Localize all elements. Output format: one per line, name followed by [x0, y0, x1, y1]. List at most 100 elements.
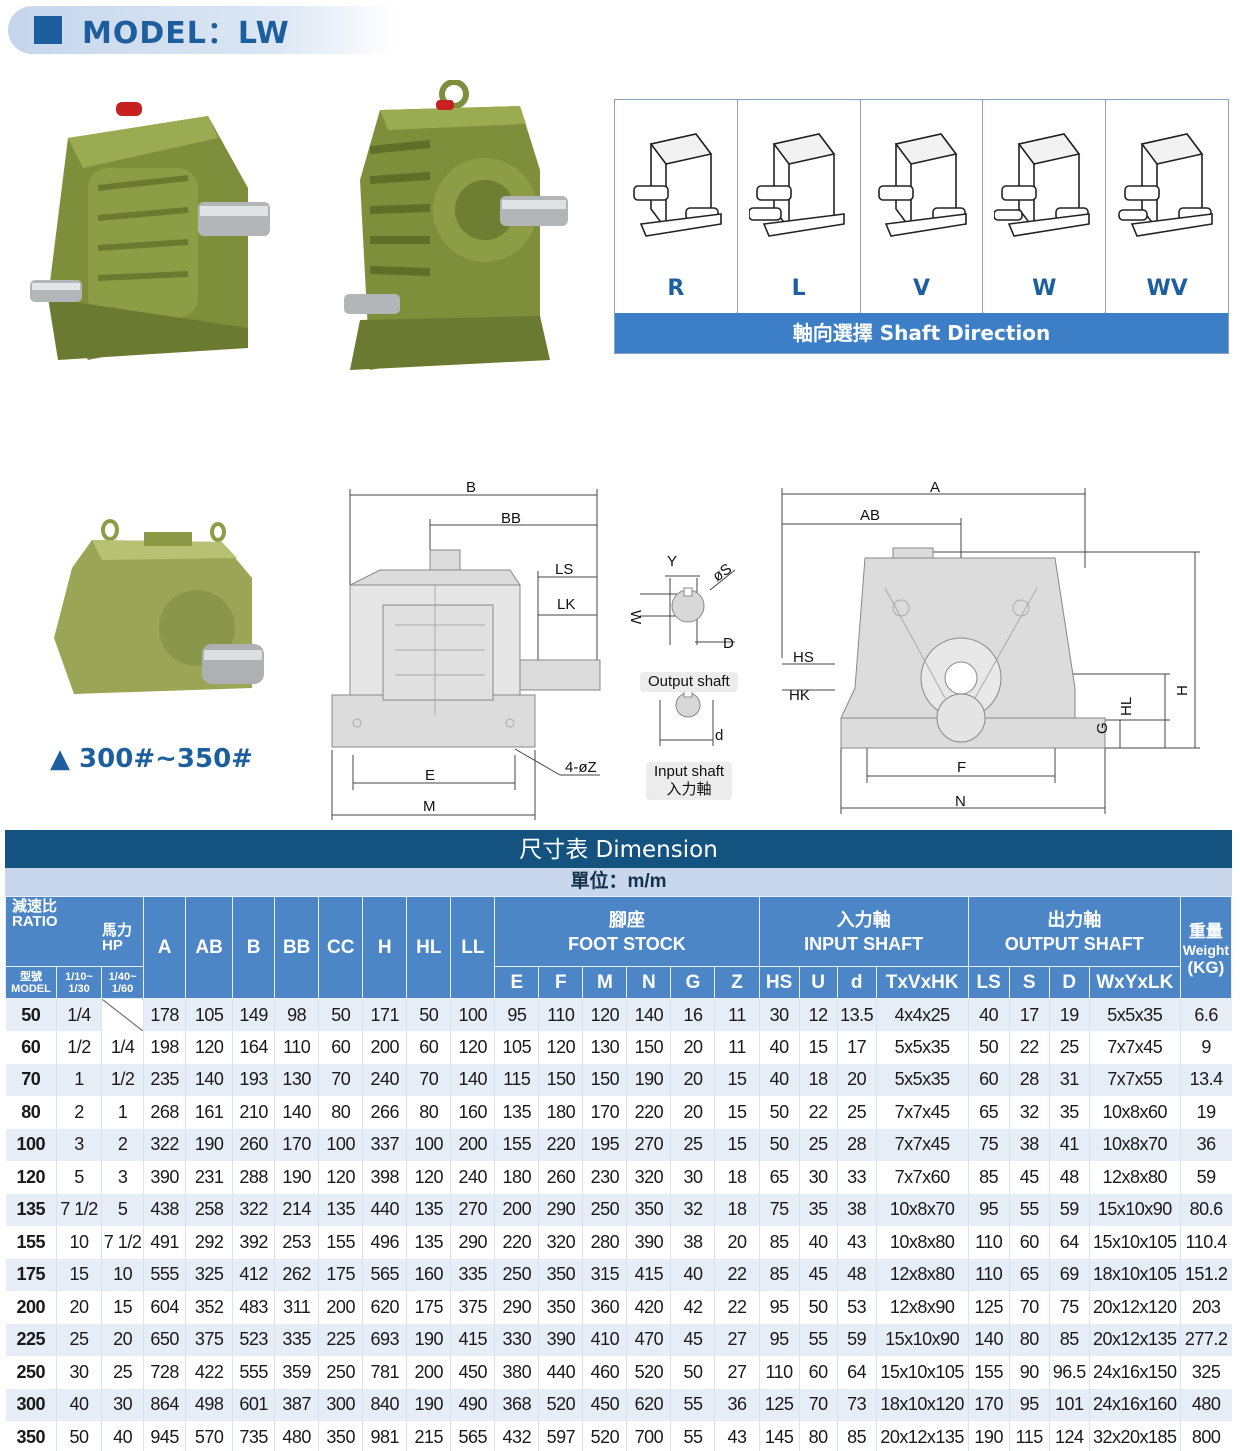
table-cell: 25 [836, 1096, 877, 1129]
table-cell: 300 [318, 1388, 363, 1421]
col-header-cc: CC [318, 896, 364, 999]
col-header-a: A [143, 896, 187, 999]
table-cell: 48 [836, 1258, 877, 1291]
table-cell: 335 [274, 1323, 319, 1356]
table-cell: 604 [143, 1291, 186, 1324]
shaft-option-wv: WV [1106, 100, 1228, 313]
table-cell: 60 [406, 1031, 451, 1064]
table-cell: 9 [1179, 1031, 1232, 1064]
shaft-direction-footer: 軸向選擇 Shaft Direction [615, 313, 1228, 353]
table-cell: 498 [185, 1388, 233, 1421]
shaft-diagram-icon [748, 133, 845, 237]
shaft-direction-panel: R L V [614, 99, 1229, 354]
table-cell: 65 [967, 1096, 1010, 1129]
table-cell: 7 1/2 [56, 1193, 102, 1226]
table-cell: 120 [185, 1031, 233, 1064]
table-cell: 412 [232, 1258, 275, 1291]
table-cell: 95 [758, 1291, 800, 1324]
table-cell: 277.2 [1179, 1323, 1232, 1356]
dim-label-ls: LS [555, 561, 573, 578]
table-cell: 3 [101, 1161, 144, 1194]
gearbox-illustration [344, 80, 568, 370]
table-cell: 350 [538, 1258, 583, 1291]
table-cell: 190 [274, 1161, 319, 1194]
table-cell: 15x10x90 [875, 1323, 969, 1356]
table-cell: 50 [798, 1291, 838, 1324]
table-cell: 180 [494, 1161, 539, 1194]
table-cell: 125 [967, 1291, 1010, 1324]
ratio-hp-corner-header: 減速比 RATIO 馬力 HP [4, 896, 145, 967]
col-header-g: G [670, 966, 716, 999]
table-cell: 150 [582, 1063, 627, 1096]
table-cell: 50 [967, 1031, 1010, 1064]
table-cell: 520 [626, 1356, 671, 1389]
table-cell: 11 [714, 1031, 760, 1064]
col-header-h: H [362, 896, 408, 999]
table-cell: 290 [450, 1226, 495, 1259]
table-cell: 19 [1179, 1096, 1232, 1129]
table-cell: 32 [1008, 1096, 1050, 1129]
table-cell: 195 [582, 1128, 627, 1161]
table-cell: 95 [758, 1323, 800, 1356]
table-cell: 250 [494, 1258, 539, 1291]
table-cell: 19 [1048, 998, 1090, 1031]
model-title: MODEL：LW [82, 16, 290, 51]
table-cell: 42 [670, 1291, 715, 1324]
shaft-option-r: R [615, 100, 738, 313]
model-range-label: ▲ 300#~350# [50, 744, 253, 774]
shaft-label: WV [1146, 276, 1188, 301]
table-cell: 70 [406, 1063, 451, 1096]
table-cell: 18 [714, 1193, 760, 1226]
col-header-txvxhk: TxVxHK [875, 966, 969, 999]
table-cell: 190 [406, 1388, 451, 1421]
table-cell: 10x8x80 [875, 1226, 969, 1259]
dim-label-g: G [1094, 722, 1111, 734]
table-cell: 17 [1008, 998, 1050, 1031]
table-cell: 80.6 [1179, 1193, 1232, 1226]
table-cell: 360 [582, 1291, 627, 1324]
table-cell: 555 [143, 1258, 186, 1291]
table-cell: 193 [232, 1063, 275, 1096]
table-cell: 40 [798, 1226, 838, 1259]
gearbox-photo-1 [28, 98, 278, 374]
col-header-f: F [538, 966, 584, 999]
table-cell: 36 [1179, 1128, 1232, 1161]
table-cell: 253 [274, 1226, 319, 1259]
shaft-option-v: V [861, 100, 984, 313]
table-title: 尺寸表 Dimension [5, 830, 1232, 868]
table-cell: 170 [582, 1096, 627, 1129]
table-cell: 422 [185, 1356, 233, 1389]
table-cell: 266 [362, 1096, 407, 1129]
table-cell: 60 [798, 1356, 838, 1389]
table-cell: 120 [450, 1031, 495, 1064]
table-cell: 60 [967, 1063, 1010, 1096]
table-cell: 33 [836, 1161, 877, 1194]
table-cell: 115 [494, 1063, 539, 1096]
table-cell: 43 [714, 1421, 760, 1451]
col-header-hs: HS [758, 966, 800, 999]
table-cell: 620 [362, 1291, 407, 1324]
table-cell: 6.6 [1179, 998, 1232, 1031]
table-cell: 620 [626, 1388, 671, 1421]
square-bullet-icon [34, 16, 62, 44]
table-cell: 98 [274, 998, 319, 1031]
table-cell: 64 [836, 1356, 877, 1389]
table-cell: 160 [406, 1258, 451, 1291]
table-cell: 11 [714, 998, 760, 1031]
table-cell: 7x7x60 [875, 1161, 969, 1194]
table-cell: 190 [185, 1128, 233, 1161]
table-cell: 5x5x35 [1088, 998, 1181, 1031]
dimension-table-section: 尺寸表 Dimension 單位：m/m 減速比 RATIO 馬力 [4, 830, 1233, 1451]
table-cell: 120 [582, 998, 627, 1031]
table-cell: 292 [185, 1226, 233, 1259]
table-cell: 36 [714, 1388, 760, 1421]
table-cell: 20x12x135 [1088, 1323, 1181, 1356]
table-cell: 20 [101, 1323, 144, 1356]
table-cell: 55 [670, 1388, 715, 1421]
